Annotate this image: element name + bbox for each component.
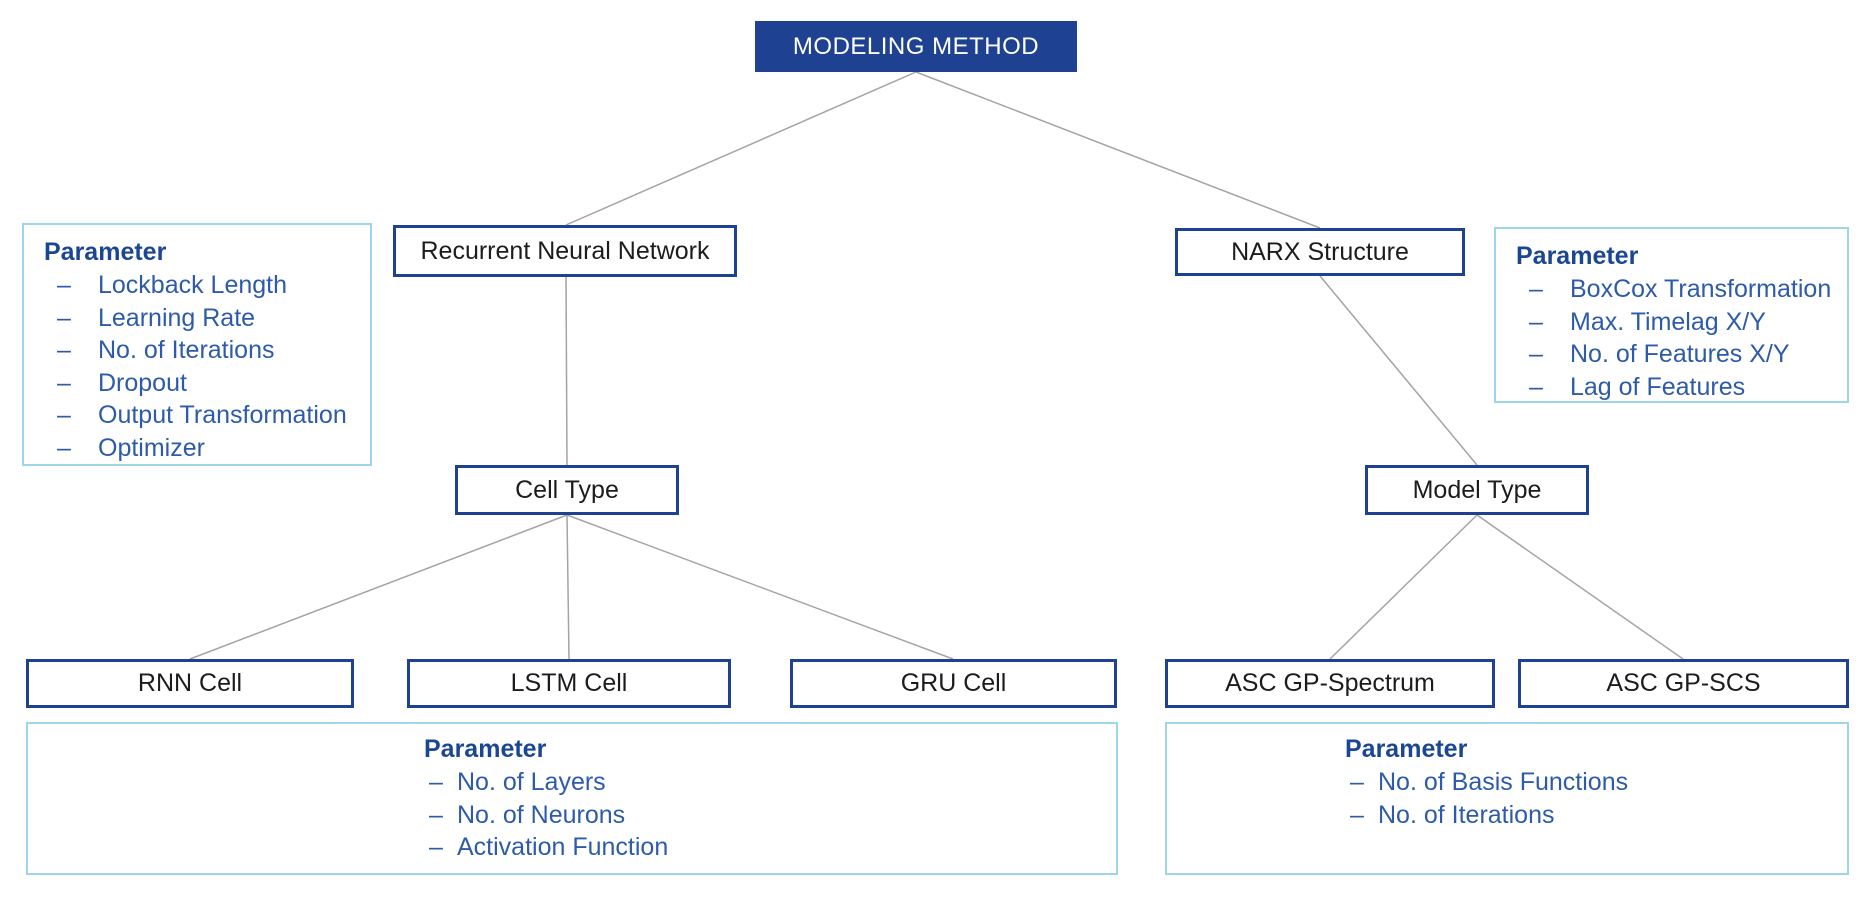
node-cell-type: Cell Type	[455, 465, 679, 515]
parameter-item: Activation Function	[424, 831, 1116, 864]
parameter-box-narx-content: Parameter BoxCox Transformation Max. Tim…	[1496, 229, 1847, 403]
connector-edge-root-rnn	[565, 71, 917, 226]
parameter-item: No. of Iterations	[44, 334, 370, 367]
parameter-box-asc-models-content: Parameter No. of Basis Functions No. of …	[1345, 724, 1847, 831]
connector-edge-rnn-celltype	[565, 276, 568, 466]
parameter-list-rnn: Lockback Length Learning Rate No. of Ite…	[44, 269, 370, 464]
parameter-list-narx: BoxCox Transformation Max. Timelag X/Y N…	[1516, 273, 1847, 403]
parameter-list-asc-models: No. of Basis Functions No. of Iterations	[1345, 766, 1847, 831]
parameter-box-asc-models: Parameter No. of Basis Functions No. of …	[1165, 722, 1849, 875]
parameter-item: Max. Timelag X/Y	[1516, 306, 1847, 339]
connector-edge-modeltype-spectrum	[1329, 514, 1478, 660]
parameter-item: No. of Basis Functions	[1345, 766, 1847, 799]
parameter-item: No. of Neurons	[424, 799, 1116, 832]
connector-edge-celltype-lstmcell	[566, 514, 570, 660]
parameter-item: No. of Iterations	[1345, 799, 1847, 832]
parameter-item: Optimizer	[44, 432, 370, 465]
parameter-item: Output Transformation	[44, 399, 370, 432]
parameter-heading: Parameter	[1345, 735, 1468, 763]
parameter-item: BoxCox Transformation	[1516, 273, 1847, 306]
connector-edge-celltype-grucell	[566, 514, 954, 660]
connector-edge-narx-modeltype	[1319, 275, 1478, 466]
connector-edge-celltype-rnncell	[189, 514, 568, 660]
node-model-type: Model Type	[1365, 465, 1589, 515]
node-recurrent-neural-network: Recurrent Neural Network	[393, 225, 737, 277]
parameter-heading: Parameter	[1516, 242, 1639, 270]
node-rnn-cell: RNN Cell	[26, 659, 354, 708]
parameter-item: Learning Rate	[44, 302, 370, 335]
node-asc-gp-spectrum: ASC GP-Spectrum	[1165, 659, 1495, 708]
node-gru-cell: GRU Cell	[790, 659, 1117, 708]
node-modeling-method: MODELING METHOD	[755, 21, 1077, 72]
parameter-box-rnn: Parameter Lockback Length Learning Rate …	[22, 223, 372, 466]
node-asc-gp-scs: ASC GP-SCS	[1518, 659, 1849, 708]
parameter-item: Lockback Length	[44, 269, 370, 302]
parameter-box-cell-types-content: Parameter No. of Layers No. of Neurons A…	[424, 724, 1116, 864]
parameter-item: No. of Features X/Y	[1516, 338, 1847, 371]
connector-edge-root-narx	[915, 71, 1321, 229]
node-lstm-cell: LSTM Cell	[407, 659, 731, 708]
parameter-box-cell-types: Parameter No. of Layers No. of Neurons A…	[26, 722, 1118, 875]
node-narx-structure: NARX Structure	[1175, 228, 1465, 276]
parameter-heading: Parameter	[44, 238, 167, 266]
connector-edge-modeltype-scs	[1476, 514, 1684, 660]
parameter-item: No. of Layers	[424, 766, 1116, 799]
parameter-box-rnn-content: Parameter Lockback Length Learning Rate …	[24, 225, 370, 464]
parameter-heading: Parameter	[424, 735, 547, 763]
parameter-item: Lag of Features	[1516, 371, 1847, 404]
parameter-item: Dropout	[44, 367, 370, 400]
parameter-box-narx: Parameter BoxCox Transformation Max. Tim…	[1494, 227, 1849, 403]
parameter-list-cell-types: No. of Layers No. of Neurons Activation …	[424, 766, 1116, 864]
